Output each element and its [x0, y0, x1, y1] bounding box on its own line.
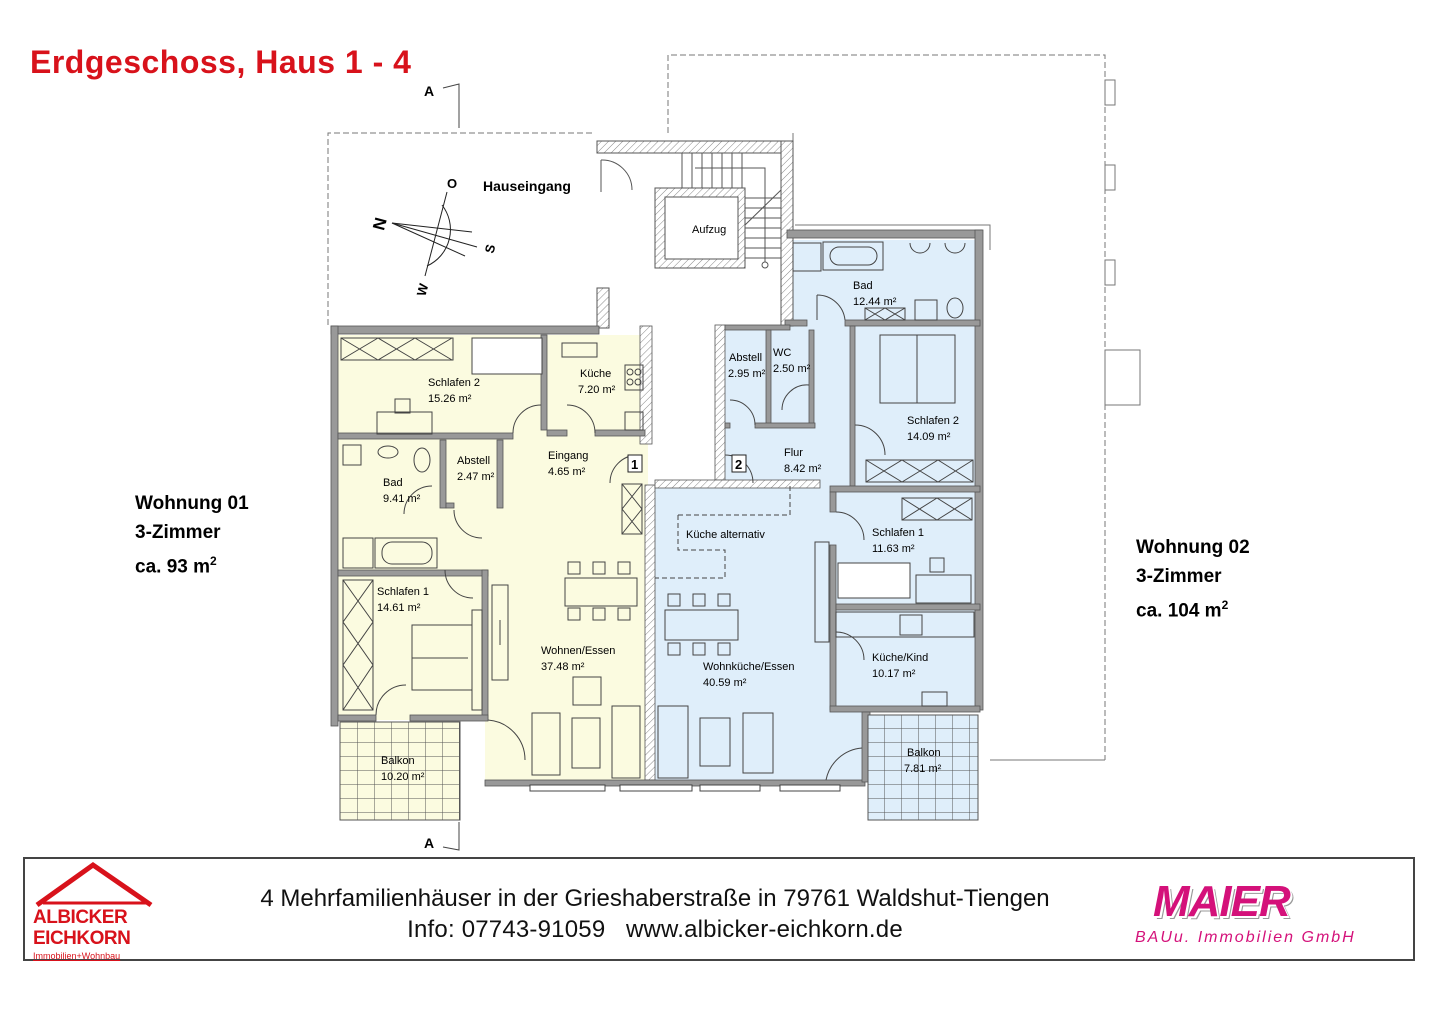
room-name: Flur — [784, 447, 803, 459]
room-name: Schlafen 2 — [428, 377, 480, 389]
footer-banner: ALBICKER EICHKORN Immobilien+Wohnbau 4 M… — [23, 857, 1415, 961]
room-area: 8.42 m² — [784, 463, 822, 475]
compass-south: S — [482, 242, 499, 255]
room-area: 2.95 m² — [728, 368, 766, 380]
room-area: 10.17 m² — [872, 668, 916, 680]
section-marker-top: A — [424, 83, 460, 128]
apartment-02-doors — [724, 294, 886, 781]
room-name: Wohnen/Essen — [541, 645, 615, 657]
balcony-02 — [867, 714, 979, 821]
windows-bottom — [529, 784, 841, 792]
compass-west: W — [414, 281, 432, 297]
room-name: WC — [773, 347, 791, 359]
room-area: 9.41 m² — [383, 493, 421, 505]
room-name: Eingang — [548, 450, 588, 462]
room-name: Bad — [383, 477, 403, 489]
section-marker-label: A — [424, 835, 434, 851]
balcony-01 — [339, 721, 461, 821]
room-name: Abstell — [729, 352, 762, 364]
footer-info: 4 Mehrfamilienhäuser in der Grieshaberst… — [185, 883, 1125, 945]
apartment-01-furniture — [340, 337, 644, 779]
room-name: Balkon — [907, 747, 941, 759]
maier-logo: MAIER BAUu. Immobilien GmbH — [1113, 877, 1403, 957]
apartment-02-badge-number: 2 — [735, 457, 742, 472]
area-unit-sup: 2 — [1221, 598, 1229, 612]
page-title: Erdgeschoss, Haus 1 - 4 — [30, 44, 412, 80]
area-unit-sup: 2 — [210, 554, 217, 568]
apartment-01-area: ca. 93 m2 — [135, 547, 249, 581]
room-name: Bad — [853, 280, 873, 292]
albicker-eichkorn-logo: ALBICKER EICHKORN Immobilien+Wohnbau — [31, 861, 156, 961]
room-name: Wohnküche/Essen — [703, 661, 795, 673]
room-area: 40.59 m² — [703, 677, 747, 689]
room-area: 4.65 m² — [548, 466, 586, 478]
dashed-outline-terrace — [327, 54, 1106, 760]
apartment-02-rooms-count: 3-Zimmer — [1136, 566, 1222, 587]
apartment-02-summary: Wohnung 02 3-Zimmer ca. 104 m2 — [1136, 533, 1250, 625]
room-area: 14.61 m² — [377, 602, 421, 614]
section-marker-label: A — [424, 83, 434, 99]
section-marker-bottom: A — [424, 822, 460, 851]
apartment-01-area-value: ca. 93 m — [135, 556, 210, 578]
room-area: 11.63 m² — [872, 543, 915, 555]
room-name: Balkon — [381, 755, 415, 767]
room-name: Küche alternativ — [686, 529, 765, 541]
room-area: 10.20 m² — [381, 771, 425, 783]
room-area: 7.20 m² — [578, 384, 616, 396]
apartment-01-badge-number: 1 — [631, 457, 638, 472]
room-area: 7.81 m² — [904, 763, 942, 775]
apartment-02-floor — [655, 240, 975, 780]
room-name: Schlafen 1 — [377, 586, 429, 598]
room-name: Schlafen 2 — [907, 415, 959, 427]
entrance-label: Hauseingang — [483, 178, 571, 194]
roof-icon — [35, 861, 153, 908]
footer-address: 4 Mehrfamilienhäuser in der Grieshaberst… — [260, 885, 1050, 912]
floor-plan: Aufzug — [327, 54, 1141, 851]
room-name: Abstell — [457, 455, 490, 467]
apartment-01-room-labels: Schlafen 2 15.26 m² Küche 7.20 m² Bad 9.… — [377, 368, 616, 783]
maier-brand: MAIER — [1153, 877, 1291, 926]
elevator-label: Aufzug — [692, 224, 726, 236]
apartment-02-badge: 2 — [731, 454, 747, 473]
compass-east: O — [447, 176, 457, 191]
apartment-01-badge: 1 — [627, 454, 643, 473]
stairwell: Aufzug — [596, 140, 794, 329]
maier-subtitle: BAUu. Immobilien GmbH — [1135, 929, 1356, 946]
room-name: Küche/Kind — [872, 652, 928, 664]
albicker-eichkorn-name: ALBICKER EICHKORN — [33, 907, 131, 949]
room-area: 14.09 m² — [907, 431, 951, 443]
room-area: 2.47 m² — [457, 471, 495, 483]
room-area: 15.26 m² — [428, 393, 472, 405]
logo-subtitle: Immobilien+Wohnbau — [33, 951, 121, 961]
apartment-02-furniture — [655, 241, 975, 779]
apartment-02-walls — [654, 229, 984, 783]
apartment-01-name: Wohnung 01 — [135, 493, 249, 514]
room-name: Schlafen 1 — [872, 527, 924, 539]
compass-icon: N O S W — [369, 176, 498, 298]
apartment-01-summary: Wohnung 01 3-Zimmer ca. 93 m2 — [135, 489, 249, 581]
apartment-02-name: Wohnung 02 — [1136, 537, 1250, 558]
apartment-01-doors — [375, 404, 639, 761]
room-area: 37.48 m² — [541, 661, 585, 673]
apartment-01-floor — [338, 335, 650, 780]
room-area: 12.44 m² — [853, 296, 897, 308]
logo-line-1: ALBICKER — [33, 907, 128, 928]
apartment-01-walls — [330, 325, 866, 787]
compass-north: N — [369, 216, 391, 233]
apartment-01-rooms-count: 3-Zimmer — [135, 522, 221, 543]
footer-contact[interactable]: Info: 07743-91059 www.albicker-eichkorn.… — [407, 916, 903, 943]
apartment-02-room-labels: Bad 12.44 m² Abstell 2.95 m² WC 2.50 m² … — [686, 280, 959, 775]
apartment-02-area: ca. 104 m2 — [1136, 591, 1250, 625]
apartment-02-area-value: ca. 104 m — [1136, 600, 1222, 622]
logo-line-2: EICHKORN — [33, 928, 131, 949]
room-area: 2.50 m² — [773, 363, 811, 375]
room-name: Küche — [580, 368, 611, 380]
